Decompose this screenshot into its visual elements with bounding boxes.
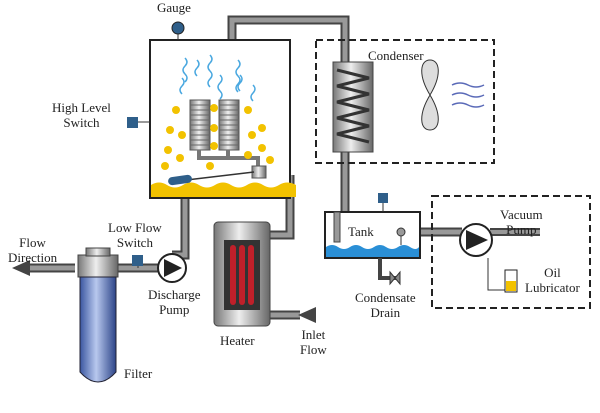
tank-switch-icon xyxy=(378,193,388,203)
label-line: Inlet xyxy=(301,327,326,342)
high-level-switch-icon xyxy=(127,117,138,128)
fan-icon xyxy=(421,59,439,131)
heater-label: Heater xyxy=(220,333,255,348)
water-separator-tank xyxy=(324,211,421,259)
label-line: Lubricator xyxy=(525,280,580,295)
heater xyxy=(213,221,271,327)
label-line: Switch xyxy=(63,115,100,130)
label-line: Vacuum xyxy=(500,207,543,222)
label-line: Oil xyxy=(544,265,561,280)
label-line: Pump xyxy=(159,302,190,317)
label-line: Switch xyxy=(116,235,153,250)
condenser-label: Condenser xyxy=(368,48,424,63)
vacuum-box xyxy=(431,195,591,309)
filter xyxy=(77,247,119,383)
solvent-droplets xyxy=(161,104,274,170)
label-line: High Level xyxy=(52,100,111,115)
label-line: Discharge xyxy=(148,287,201,302)
tank-label: Tank xyxy=(348,224,374,239)
label-line: Pump xyxy=(506,222,537,237)
gauge-label: Gauge xyxy=(157,0,191,15)
low-flow-switch-icon xyxy=(132,255,143,266)
inlet-flow-arrow xyxy=(298,307,316,323)
label-line: Low Flow xyxy=(108,220,162,235)
gauge-icon xyxy=(171,21,185,35)
flow-direction-arrow xyxy=(12,260,30,276)
label-line: Flow xyxy=(300,342,327,357)
drain-valve-icon xyxy=(389,270,401,286)
filter-label: Filter xyxy=(124,366,153,381)
label-line: Flow xyxy=(19,235,46,250)
label-line: Condensate xyxy=(355,290,416,305)
steam-icon xyxy=(179,54,256,102)
degreaser-tank xyxy=(149,39,296,199)
label-line: Direction xyxy=(8,250,58,265)
condenser-box xyxy=(315,39,495,164)
label-line: Drain xyxy=(370,305,401,320)
cooling-waves-icon xyxy=(451,82,485,108)
